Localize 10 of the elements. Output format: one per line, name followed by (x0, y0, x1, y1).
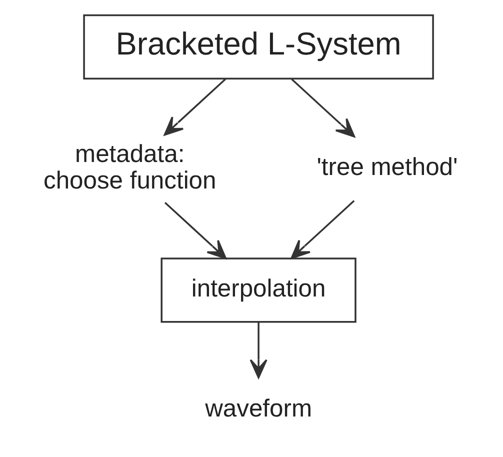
node-box: Bracketed L-System (83, 14, 434, 80)
arrow (250, 322, 268, 378)
arrow (164, 78, 226, 136)
arrow (164, 202, 227, 260)
node-box: interpolation (160, 258, 356, 323)
node-text: 'tree method' (316, 154, 458, 182)
arrow (290, 200, 355, 259)
arrow (291, 78, 356, 138)
node-text: waveform (205, 396, 312, 423)
node-text: metadata: choose function (44, 140, 216, 194)
